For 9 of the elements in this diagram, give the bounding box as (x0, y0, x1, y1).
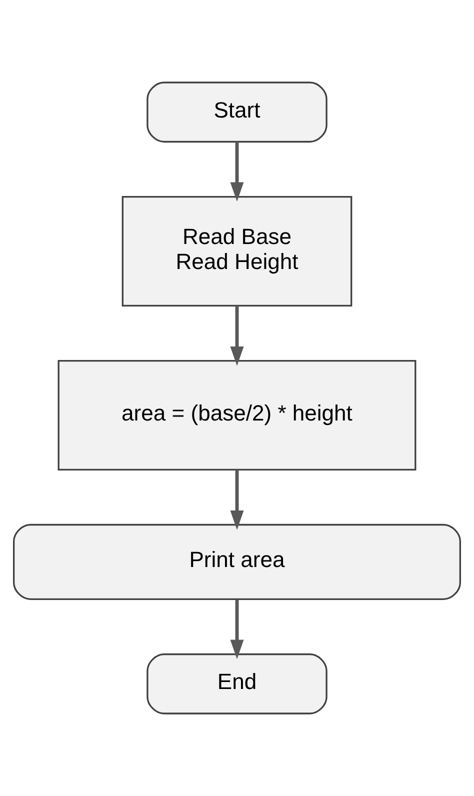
node-box: Print area (12, 524, 462, 600)
arrow (230, 600, 244, 660)
node-box: Read Base Read Height (122, 196, 352, 307)
node-box: End (146, 653, 328, 714)
arrow (230, 142, 244, 202)
node-box: Start (146, 82, 328, 143)
arrow (230, 470, 244, 530)
node-box: area = (base/2) * height (58, 360, 416, 470)
arrow (230, 306, 244, 366)
